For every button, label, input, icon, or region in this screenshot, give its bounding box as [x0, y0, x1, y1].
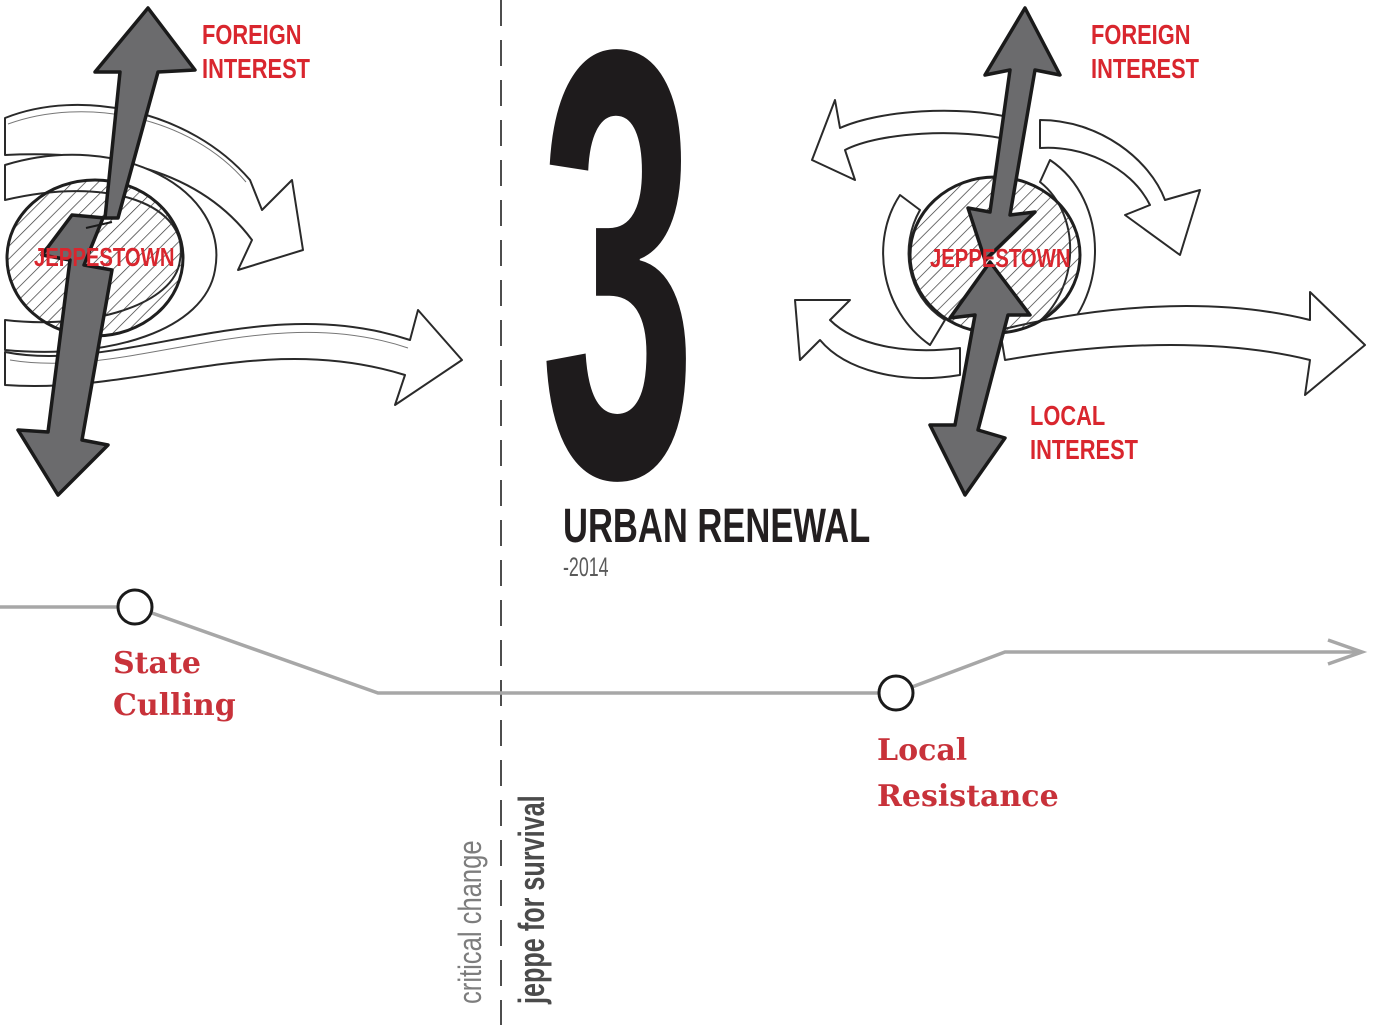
- right-foreign-arrow: [966, 6, 1062, 262]
- timeline-marker-state-culling: [116, 588, 154, 626]
- left-flow-diagram: [4, 6, 463, 497]
- critical-change-caption: critical change: [452, 840, 488, 1004]
- right-local-arrow: [928, 260, 1032, 497]
- timeline-arrowhead: [1327, 638, 1368, 666]
- right-flow-arrow-lower: [999, 291, 1366, 396]
- right-flow-arrow-topleft: [811, 99, 1013, 181]
- event-state-culling: State Culling: [113, 646, 236, 723]
- stage-title: URBAN RENEWAL: [563, 500, 871, 553]
- right-flow-diagram: [794, 6, 1366, 497]
- right-foreign-label: FOREIGN INTEREST: [1091, 19, 1200, 84]
- right-flow-arrow-topright: [1039, 119, 1201, 256]
- timeline: [0, 588, 1368, 712]
- stage-year: -2014: [563, 552, 609, 582]
- right-jeppestown-label: JEPPESTOWN: [930, 243, 1071, 273]
- left-double-arrow: [16, 6, 197, 497]
- left-foreign-label: FOREIGN INTEREST: [202, 19, 311, 84]
- jeppe-for-survival-caption: jeppe for survival: [511, 795, 552, 1004]
- stage-number: 3: [540, 0, 696, 605]
- event-local-resistance: Local Resistance: [877, 733, 1059, 814]
- right-local-label: LOCAL INTEREST: [1030, 400, 1139, 465]
- timeline-line: [0, 605, 1360, 695]
- left-flow-arrow-lower: [4, 309, 463, 406]
- left-jeppestown-label: JEPPESTOWN: [34, 242, 175, 272]
- timeline-marker-local-resistance: [877, 674, 915, 712]
- right-flow-arrow-lowerleft: [794, 299, 961, 380]
